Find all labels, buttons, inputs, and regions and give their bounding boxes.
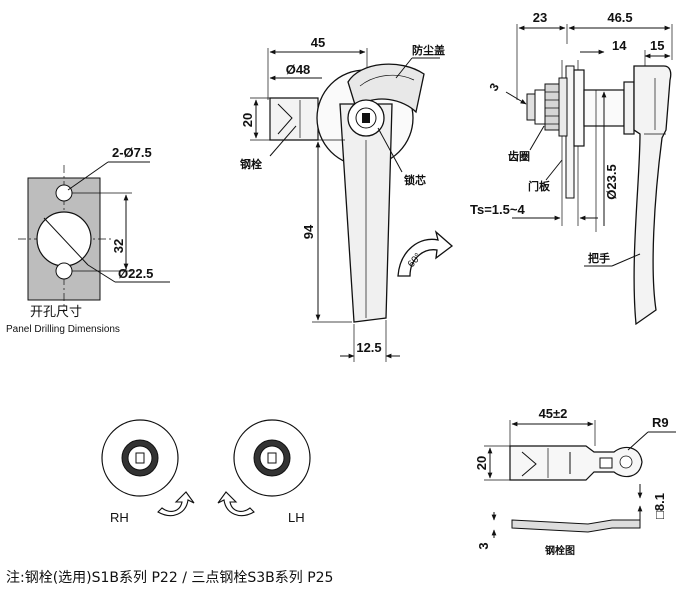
- front-length-label: 94: [301, 224, 316, 239]
- front-rod-height-label: 20: [240, 113, 255, 127]
- footer-note: 注:钢栓(选用)S1B系列 P22 / 三点钢栓S3B系列 P25: [6, 570, 333, 586]
- rotation-lh-view: [217, 419, 311, 517]
- side-small-label: 3: [486, 80, 502, 93]
- rod-label: 钢栓: [240, 157, 262, 171]
- panel-title-en: Panel Drilling Dimensions: [6, 324, 120, 335]
- front-dia-label: Ø48: [286, 62, 311, 77]
- side-right-label: 15: [650, 38, 664, 53]
- panel-hole-label: 2-Ø7.5: [112, 145, 152, 160]
- rod-detail-title: 钢栓图: [545, 544, 575, 557]
- rotation-rh-view: [101, 419, 195, 517]
- rod-detail-view: [484, 420, 676, 538]
- front-handle-width-label: 12.5: [356, 340, 381, 355]
- rod-length-label: 45±2: [539, 406, 568, 421]
- side-top-left-label: 23: [533, 10, 547, 25]
- core-label: 锁芯: [404, 173, 426, 187]
- front-width-label: 45: [311, 35, 325, 50]
- panel-pitch-label: 32: [111, 239, 126, 253]
- side-inner-label: 14: [612, 38, 627, 53]
- lh-label: LH: [288, 510, 305, 525]
- rod-thickness-label: 3: [476, 542, 491, 549]
- rh-label: RH: [110, 510, 129, 525]
- side-view: [505, 24, 673, 326]
- panel-title-cn: 开孔尺寸: [30, 305, 82, 320]
- panel-bore-label: Ø22.5: [118, 266, 153, 281]
- side-thickness-label: Ts=1.5~4: [470, 202, 525, 217]
- rod-height-label: 20: [474, 456, 489, 470]
- side-top-right-label: 46.5: [607, 10, 632, 25]
- side-shaft-dia-label: Ø23.5: [604, 164, 619, 199]
- dust-cover-label: 防尘盖: [412, 43, 445, 57]
- door-label: 门板: [528, 179, 551, 193]
- gear-label: 齿圈: [508, 149, 530, 163]
- handle-label: 把手: [588, 251, 610, 265]
- rod-square-label: □8.1: [652, 493, 667, 519]
- panel-drilling-view: [18, 161, 170, 312]
- front-view: [250, 48, 454, 362]
- rod-radius-label: R9: [652, 415, 669, 430]
